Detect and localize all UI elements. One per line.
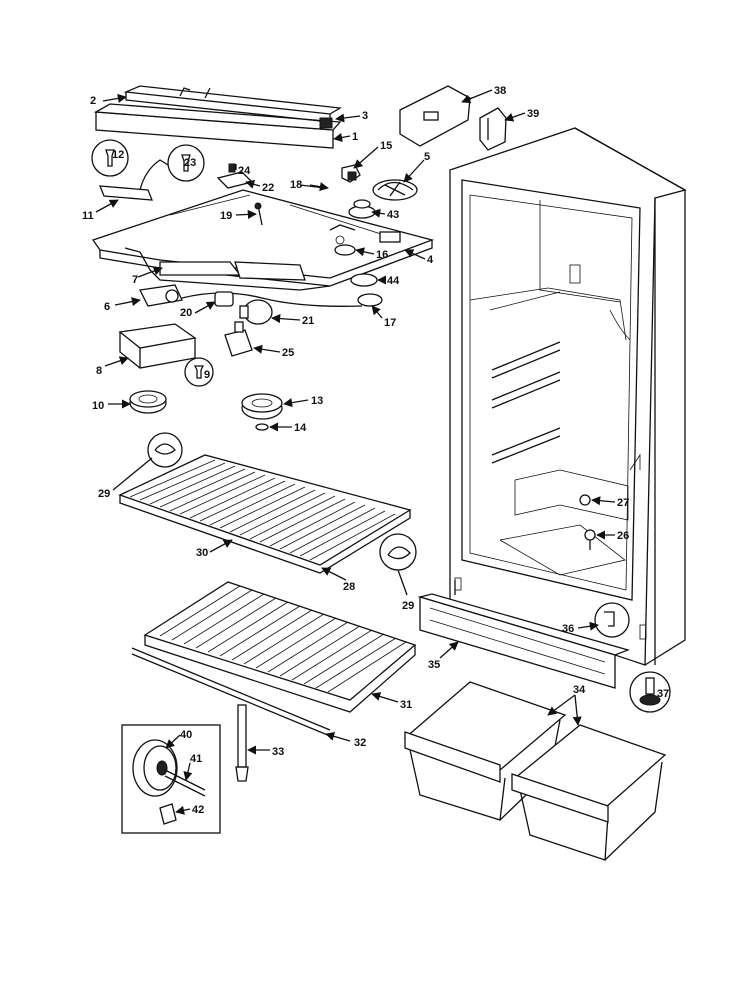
label-39: 39 (527, 108, 539, 120)
knob-13 (241, 393, 283, 420)
label-37: 37 (657, 688, 669, 700)
cabinet-liner (449, 127, 687, 666)
callout-29-upper (147, 432, 183, 468)
callout-23 (167, 144, 205, 182)
screw-26 (584, 529, 596, 550)
callout-36 (594, 602, 630, 638)
label-10: 10 (92, 400, 104, 412)
part-labels: 2 3 1 15 5 12 23 24 22 18 11 19 43 16 4 … (82, 85, 669, 816)
rail-32 (131, 647, 331, 737)
thermostat-6 (139, 284, 363, 307)
roller-inset (121, 724, 221, 834)
label-34: 34 (573, 684, 586, 696)
callout-12 (91, 139, 129, 177)
label-38: 38 (494, 85, 506, 97)
label-41: 41 (190, 753, 202, 765)
bracket-8 (118, 323, 197, 369)
label-43: 43 (387, 209, 399, 221)
label-16: 16 (376, 249, 388, 261)
label-11: 11 (82, 210, 94, 222)
leader-lines (95, 89, 616, 815)
label-9: 9 (204, 369, 210, 381)
damper-43 (348, 199, 376, 219)
label-15: 15 (380, 140, 392, 152)
bracket-11 (99, 159, 169, 201)
control-rail (93, 85, 342, 149)
label-35: 35 (428, 659, 440, 671)
label-3: 3 (362, 110, 368, 122)
knob-10 (129, 390, 167, 414)
washer-14 (255, 423, 269, 431)
label-12: 12 (112, 149, 124, 161)
label-23: 23 (184, 157, 196, 169)
label-21: 21 (302, 315, 314, 327)
label-40: 40 (180, 729, 192, 741)
grille-35 (417, 593, 631, 689)
label-5: 5 (424, 151, 430, 163)
label-8: 8 (96, 365, 102, 377)
crisper-left (403, 681, 567, 821)
label-13: 13 (311, 395, 323, 407)
label-17: 17 (384, 317, 396, 329)
plate-38 (399, 85, 471, 147)
crisper-right (511, 724, 667, 861)
bulb-21 (239, 299, 273, 325)
label-33: 33 (272, 746, 284, 758)
label-32: 32 (354, 737, 366, 749)
label-6: 6 (104, 301, 110, 313)
shelf-lower (143, 581, 417, 713)
gasket-44 (350, 273, 378, 287)
callout-29-lower (379, 533, 417, 571)
screw-19 (254, 202, 263, 226)
hinge-39 (479, 107, 507, 151)
label-24: 24 (238, 165, 251, 177)
label-29-upper: 29 (98, 488, 110, 500)
switch-25 (224, 321, 253, 357)
socket-20 (214, 291, 234, 307)
fan-5 (372, 179, 418, 201)
label-4: 4 (427, 254, 434, 266)
rod-33 (235, 704, 249, 782)
label-29-lower: 29 (402, 600, 414, 612)
label-25: 25 (282, 347, 294, 359)
tube-16 (334, 244, 356, 256)
label-31: 31 (400, 699, 412, 711)
label-22: 22 (262, 182, 274, 194)
callout-9 (184, 357, 214, 387)
switch-15 (341, 164, 361, 183)
shelf-upper (118, 454, 412, 574)
cap-17 (357, 293, 383, 307)
label-26: 26 (617, 530, 629, 542)
label-14: 14 (294, 422, 307, 434)
label-36: 36 (562, 623, 574, 635)
screw-27 (579, 494, 591, 506)
label-44: 44 (387, 275, 400, 287)
callout-37 (629, 671, 671, 713)
label-30: 30 (196, 547, 208, 559)
label-2: 2 (90, 95, 96, 107)
label-20: 20 (180, 307, 192, 319)
label-18: 18 (290, 179, 302, 191)
label-28: 28 (343, 581, 355, 593)
label-1: 1 (352, 131, 358, 143)
label-27: 27 (617, 497, 629, 509)
label-42: 42 (192, 804, 204, 816)
label-7: 7 (132, 274, 138, 286)
label-19: 19 (220, 210, 232, 222)
